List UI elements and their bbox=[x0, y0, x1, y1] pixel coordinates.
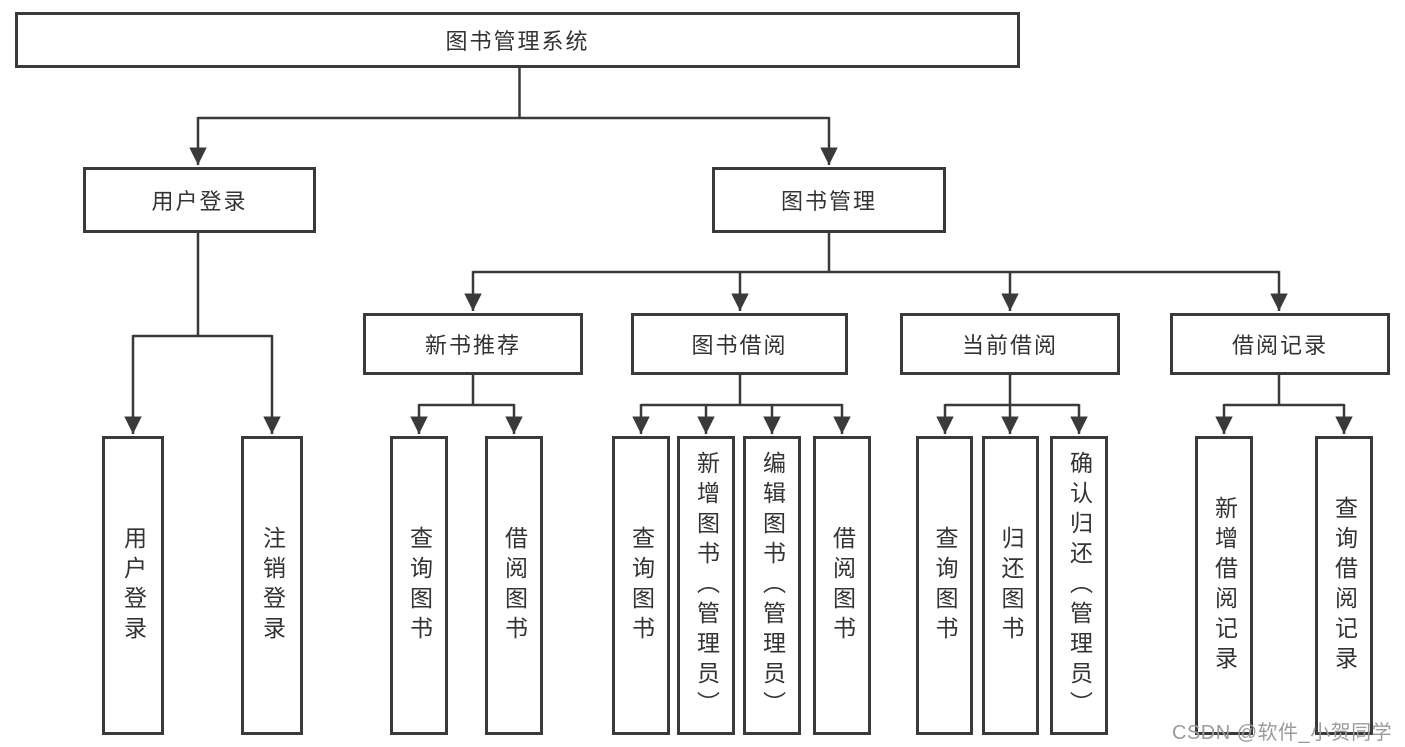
leaf-newbook-borrow-books: 借阅图书 bbox=[485, 436, 543, 735]
leaf-borrow-edit-books-admin: 编辑图书（管理员） bbox=[743, 436, 801, 735]
leaf-borrow-add-books-admin-label: 新增图书（管理员） bbox=[693, 450, 720, 721]
leaf-current-query-books: 查询图书 bbox=[916, 436, 973, 735]
leaf-borrow-borrow-books-label: 借阅图书 bbox=[829, 525, 856, 646]
leaf-newbook-borrow-books-label: 借阅图书 bbox=[501, 525, 528, 646]
node-new-book-recommend-label: 新书推荐 bbox=[424, 333, 521, 358]
leaf-newbook-query-books-label: 查询图书 bbox=[406, 525, 433, 646]
node-current-borrow: 当前借阅 bbox=[900, 313, 1120, 375]
node-new-book-recommend: 新书推荐 bbox=[363, 313, 583, 375]
leaf-borrow-query-books: 查询图书 bbox=[612, 436, 670, 735]
leaf-borrow-borrow-books: 借阅图书 bbox=[813, 436, 871, 735]
node-book-management-label: 图书管理 bbox=[780, 189, 877, 214]
node-user-login-label: 用户登录 bbox=[151, 189, 248, 214]
node-current-borrow-label: 当前借阅 bbox=[961, 333, 1058, 358]
leaf-records-query-record: 查询借阅记录 bbox=[1315, 436, 1373, 735]
node-root: 图书管理系统 bbox=[15, 12, 1020, 68]
leaf-records-query-record-label: 查询借阅记录 bbox=[1331, 495, 1358, 676]
leaf-records-add-record: 新增借阅记录 bbox=[1195, 436, 1253, 735]
leaf-borrow-edit-books-admin-label: 编辑图书（管理员） bbox=[759, 450, 786, 721]
watermark: CSDN @软件_小贺同学 bbox=[1172, 722, 1393, 744]
leaf-current-confirm-return-admin: 确认归还（管理员） bbox=[1050, 436, 1108, 735]
node-borrow-records: 借阅记录 bbox=[1170, 313, 1390, 375]
leaf-logout: 注销登录 bbox=[241, 436, 303, 735]
leaf-borrow-add-books-admin: 新增图书（管理员） bbox=[677, 436, 735, 735]
leaf-current-query-books-label: 查询图书 bbox=[932, 525, 958, 646]
node-book-management: 图书管理 bbox=[712, 167, 946, 233]
node-book-borrow: 图书借阅 bbox=[631, 313, 848, 375]
node-root-label: 图书管理系统 bbox=[445, 29, 590, 54]
leaf-borrow-query-books-label: 查询图书 bbox=[628, 525, 655, 646]
leaf-current-confirm-return-admin-label: 确认归还（管理员） bbox=[1066, 450, 1093, 721]
leaf-current-return-books: 归还图书 bbox=[982, 436, 1039, 735]
leaf-newbook-query-books: 查询图书 bbox=[390, 436, 448, 735]
node-book-borrow-label: 图书借阅 bbox=[691, 333, 788, 358]
leaf-user-login: 用户登录 bbox=[102, 436, 164, 735]
leaf-current-return-books-label: 归还图书 bbox=[998, 525, 1024, 646]
leaf-logout-label: 注销登录 bbox=[259, 525, 286, 646]
leaf-records-add-record-label: 新增借阅记录 bbox=[1211, 495, 1238, 676]
leaf-user-login-label: 用户登录 bbox=[120, 525, 147, 646]
node-user-login: 用户登录 bbox=[83, 167, 316, 233]
node-borrow-records-label: 借阅记录 bbox=[1231, 333, 1328, 358]
